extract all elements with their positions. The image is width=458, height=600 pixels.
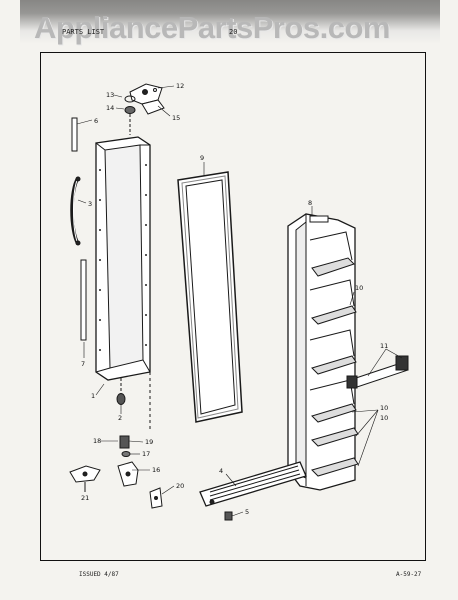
gasket-strip-top	[71, 117, 78, 152]
top-hinge-part	[129, 83, 165, 115]
callout-18: 18	[93, 437, 101, 445]
callout-19: 19	[145, 438, 153, 446]
callout-2: 2	[118, 414, 122, 422]
shelf-rail	[346, 355, 409, 389]
callout-3: 3	[88, 200, 92, 208]
diagram-frame	[40, 52, 426, 561]
issued-date: ISSUED 4/87	[79, 571, 119, 578]
callout-15: 15	[172, 114, 180, 122]
callout-5: 5	[245, 508, 249, 516]
screw-part	[224, 511, 233, 521]
callout-10a: 10	[355, 284, 363, 292]
callout-10c: 10	[380, 414, 388, 422]
page-code: A-59-27	[396, 571, 422, 578]
callout-6: 6	[94, 117, 98, 125]
hinge-washers	[124, 95, 136, 135]
door-gasket	[177, 171, 243, 423]
callout-7: 7	[81, 360, 85, 368]
door-liner	[287, 213, 356, 491]
callout-17: 17	[142, 450, 150, 458]
header-left-text: PARTS LIST	[62, 28, 105, 36]
header-mid-text: 20	[229, 28, 238, 36]
lower-hinge-parts	[69, 435, 163, 509]
callout-labels: 1 2 3 4 5 6 7 8 9 10 10 10 11 12 13 14 1…	[81, 82, 388, 516]
callout-13: 13	[106, 91, 114, 99]
callout-8: 8	[308, 199, 312, 207]
callout-4: 4	[219, 467, 223, 475]
gasket-strip-bottom	[80, 259, 87, 341]
callout-9: 9	[200, 154, 204, 162]
callout-1: 1	[91, 392, 95, 400]
callout-20: 20	[176, 482, 184, 490]
hinge-bushing	[116, 378, 126, 405]
callout-14: 14	[106, 104, 114, 112]
watermark-logo: AppliancePartsPros.com	[34, 10, 390, 45]
outer-door-panel	[95, 136, 151, 381]
leader-lines	[76, 85, 403, 517]
callout-10b: 10	[380, 404, 388, 412]
callout-11: 11	[380, 342, 388, 350]
door-handle	[70, 176, 81, 246]
callout-21: 21	[81, 494, 89, 502]
callout-12: 12	[176, 82, 184, 90]
callout-16: 16	[152, 466, 160, 474]
scan-header-band	[20, 0, 440, 44]
breaker-strip	[199, 461, 307, 507]
